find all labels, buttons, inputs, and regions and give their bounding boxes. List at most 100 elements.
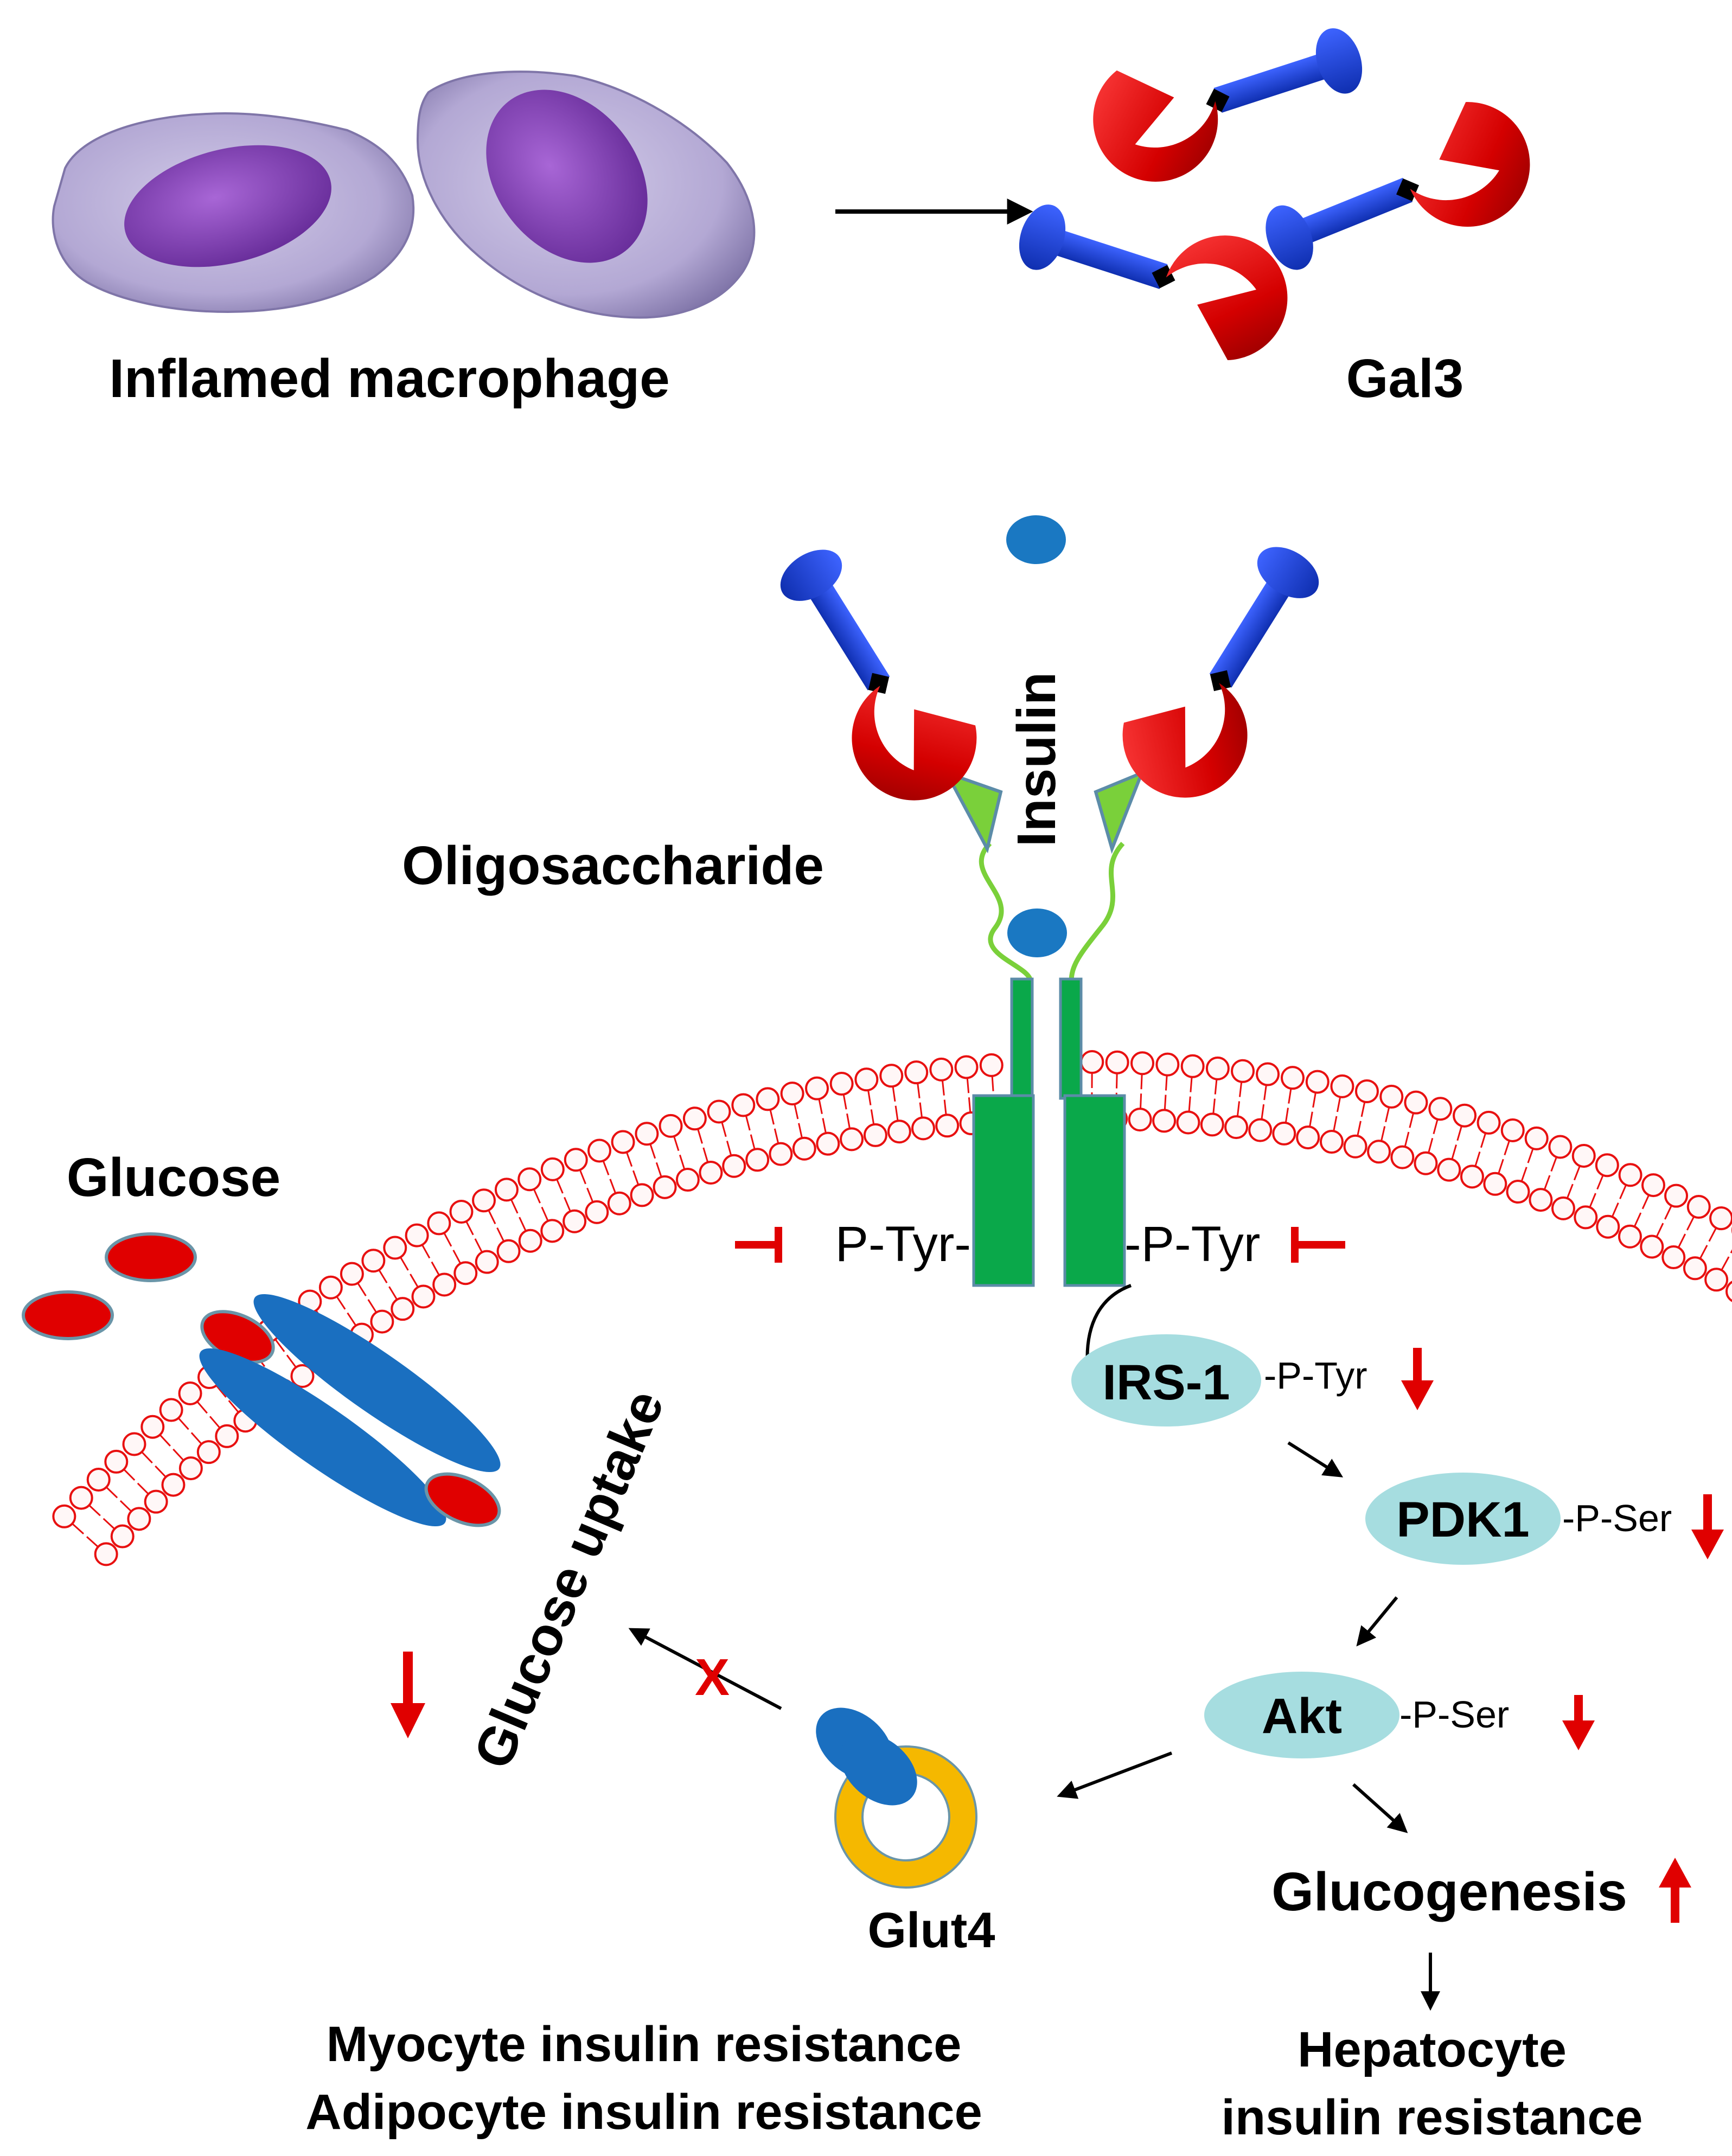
lipid-head	[1367, 1140, 1391, 1164]
lipid-head	[178, 1456, 203, 1481]
lipid-head	[611, 1130, 635, 1154]
lipid-tail	[1165, 1075, 1168, 1091]
lipid-head	[722, 1154, 746, 1178]
lipid-tail	[1708, 1227, 1717, 1242]
lipid-tail	[818, 1098, 823, 1115]
lipid-tail	[1596, 1175, 1604, 1190]
lipid-tail	[286, 1354, 297, 1368]
lipid-head	[104, 1449, 129, 1474]
lipid-tail	[1188, 1096, 1191, 1112]
lipid-tail	[119, 1500, 132, 1512]
lipid-tail	[452, 1250, 462, 1264]
lipid-tail	[177, 1417, 189, 1430]
lipid-head	[496, 1239, 521, 1263]
lipid-head	[1414, 1151, 1438, 1175]
lipid-tail	[209, 1416, 221, 1429]
lipid-tail	[1381, 1126, 1386, 1142]
outcome-hepatocyte-label-1: Hepatocyte	[1298, 2022, 1567, 2077]
lipid-head	[1404, 1090, 1428, 1115]
lipid-tail	[894, 1105, 899, 1121]
ptyr-right-label: -P-Tyr	[1124, 1217, 1260, 1272]
lipid-head	[1343, 1134, 1367, 1159]
lipid-tail	[726, 1141, 732, 1156]
lipid-head	[383, 1236, 407, 1260]
lipid-head	[427, 1211, 451, 1236]
lipid-tail	[1520, 1167, 1528, 1182]
lipid-tail	[1504, 1140, 1510, 1156]
oligosaccharide-chain-right	[1069, 841, 1125, 982]
lipid-head	[94, 1542, 118, 1566]
lipid-tail	[1451, 1144, 1457, 1160]
lipid-head	[196, 1440, 221, 1464]
lipid-tail	[1190, 1077, 1193, 1092]
lipid-head	[1641, 1173, 1665, 1198]
lipid-tail	[774, 1128, 779, 1144]
lipid-head	[127, 1507, 151, 1531]
lipid-head	[699, 1160, 723, 1185]
lipid-tail	[609, 1179, 617, 1194]
lipid-tail	[541, 1206, 549, 1221]
lipid-tail	[1699, 1245, 1708, 1259]
irs1-node	[1071, 1334, 1261, 1426]
lipid-head	[564, 1148, 588, 1172]
pdk1-node	[1365, 1473, 1561, 1565]
lipid-head	[391, 1297, 415, 1321]
akt-to-glut4-arrow	[1057, 1751, 1173, 1799]
glucose-label: Glucose	[67, 1147, 281, 1208]
lipid-head	[863, 1123, 887, 1147]
lipid-tail	[347, 1312, 357, 1326]
receptor-irs1-link	[1085, 1284, 1132, 1367]
lipid-tail	[1404, 1131, 1410, 1147]
lipid-head	[840, 1127, 864, 1151]
glucogenesis-up-arrow	[1659, 1858, 1691, 1923]
pdk1-mod-label: -P-Ser	[1562, 1497, 1672, 1539]
akt-down-arrow	[1562, 1695, 1595, 1750]
lipid-head	[144, 1489, 168, 1514]
lipid-head	[1224, 1115, 1249, 1140]
lipid-tail	[228, 1400, 239, 1413]
lipid-head	[563, 1209, 587, 1233]
lipid-head	[1618, 1163, 1642, 1187]
lipid-tail	[579, 1169, 586, 1185]
macrophage-label: Inflamed macrophage	[109, 348, 670, 409]
lipid-tail	[488, 1210, 496, 1225]
pdk1-down-arrow	[1691, 1494, 1724, 1559]
lipid-tail	[1480, 1133, 1487, 1148]
lipid-head	[178, 1381, 202, 1405]
lipid-head	[1453, 1103, 1477, 1128]
lipid-head	[1231, 1059, 1255, 1083]
lipid-head	[659, 1114, 683, 1138]
lipid-head	[110, 1524, 135, 1549]
lipid-head	[1319, 1130, 1344, 1154]
insulin-molecule-free	[1006, 515, 1066, 564]
glucose-molecule-1	[105, 1232, 197, 1282]
lipid-head	[1130, 1051, 1155, 1076]
lipid-tail	[400, 1257, 409, 1271]
lipid-tail	[1721, 1256, 1730, 1271]
lipid-tail	[465, 1221, 474, 1236]
pdk1-label: PDK1	[1396, 1492, 1529, 1547]
lipid-tail	[1288, 1088, 1292, 1104]
lipid-tail	[357, 1282, 367, 1297]
insulin-molecule-bound	[1007, 909, 1067, 957]
lipid-tail	[991, 1076, 994, 1091]
lipid-tail	[586, 1187, 594, 1202]
lipid-head	[1460, 1165, 1484, 1189]
lipid-tail	[917, 1083, 921, 1098]
lipid-head	[887, 1119, 911, 1144]
lipid-head	[1725, 1281, 1732, 1302]
lipid-head	[1152, 1109, 1177, 1133]
lipid-tail	[274, 1339, 285, 1352]
lipid-tail	[141, 1451, 153, 1464]
lipid-head	[1551, 1196, 1575, 1220]
lipid-tail	[1360, 1102, 1366, 1117]
lipid-tail	[1333, 1116, 1338, 1131]
lipid-head	[805, 1076, 829, 1101]
lipid-head	[1155, 1052, 1180, 1077]
lipid-head	[411, 1284, 436, 1309]
lipid-tail	[1656, 1223, 1664, 1238]
irs1-to-pdk1-arrow	[1287, 1441, 1344, 1477]
lipid-head	[769, 1142, 793, 1166]
lipid-head	[745, 1148, 770, 1172]
gal3-molecule-3	[1019, 204, 1288, 361]
